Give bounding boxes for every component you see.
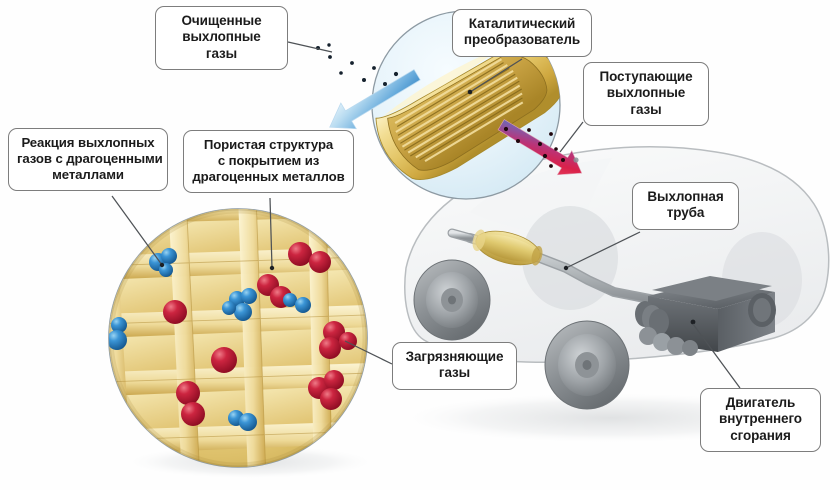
callout-clean-exhaust[interactable]: Очищенные выхлопные газы <box>155 6 288 71</box>
callout-line: Двигатель <box>725 395 796 410</box>
leader-catalytic-converter <box>469 58 523 93</box>
callout-line: труба <box>666 205 705 221</box>
engine-cylinders <box>635 301 698 356</box>
callout-polluting-gases[interactable]: Загрязняющие газы <box>392 342 517 390</box>
leader-porous-structure <box>269 197 273 269</box>
dirty-gas-arrow <box>497 119 583 176</box>
callout-line: выхлопные <box>606 85 686 101</box>
leader-endpoints <box>159 89 569 271</box>
callout-line: Каталитический <box>468 16 576 31</box>
callout-line: преобразователь <box>463 32 581 48</box>
car-wheel-front <box>544 320 630 410</box>
leader-polluting-gases <box>344 340 393 365</box>
callout-line: Выхлопная <box>647 189 724 204</box>
clean-gas-arrow <box>316 43 421 130</box>
callout-incoming-exhaust[interactable]: Поступающие выхлопные газы <box>583 62 709 127</box>
callout-line: Загрязняющие <box>405 349 504 364</box>
callout-line: газы <box>630 101 662 117</box>
callout-porous-structure[interactable]: Пористая структура с покрытием из драгоц… <box>183 130 354 194</box>
callout-line: выхлопные <box>182 29 261 45</box>
leader-reaction-precious-metals <box>111 195 163 266</box>
callout-line: газы <box>205 45 238 61</box>
leader-internal-combustion-engine <box>692 323 741 389</box>
callout-line: сгорания <box>730 427 791 443</box>
leader-lines <box>111 41 741 389</box>
car-catalytic-converter <box>472 229 543 266</box>
engine-block <box>635 276 776 356</box>
leader-exhaust-pipe <box>565 231 641 269</box>
callout-line: газы <box>438 365 471 381</box>
leader-clean-exhaust <box>287 41 333 53</box>
callout-line: с покрытием из <box>217 153 320 169</box>
callout-catalytic-converter[interactable]: Каталитический преобразователь <box>452 9 592 57</box>
callout-reaction-precious-metals[interactable]: Реакция выхлопных газов с драгоценными м… <box>8 128 168 192</box>
dirty-gas-molecules <box>503 126 565 168</box>
honeycomb-magnifier <box>108 208 378 479</box>
converter-magnifier <box>371 10 561 200</box>
callout-exhaust-pipe[interactable]: Выхлопная труба <box>632 182 739 230</box>
callout-line: металлами <box>52 167 124 183</box>
callout-line: Поступающие <box>599 69 693 84</box>
callout-line: газов с драгоценными <box>17 151 163 167</box>
exhaust-system <box>447 228 660 305</box>
callout-line: драгоценных металлов <box>192 169 345 185</box>
callout-line: Пористая структура <box>203 137 334 152</box>
callout-line: внутреннего <box>719 411 802 427</box>
callout-internal-combustion-engine[interactable]: Двигатель внутреннего сгорания <box>700 388 821 453</box>
car-wheel-rear <box>413 259 491 341</box>
callout-line: Очищенные <box>181 13 262 28</box>
callout-line: Реакция выхлопных <box>21 135 155 150</box>
leader-incoming-exhaust <box>559 121 584 153</box>
